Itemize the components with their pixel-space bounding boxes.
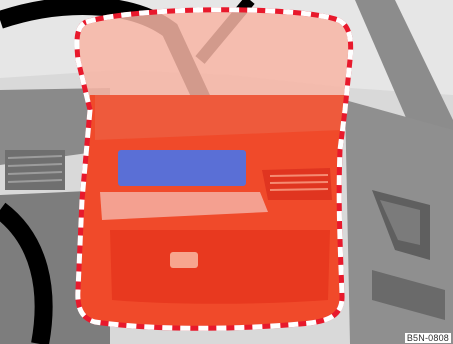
figure-reference-code: B5N-0808 xyxy=(405,333,451,343)
left-air-vent xyxy=(5,150,65,190)
dashboard-air-vent-icon xyxy=(262,168,332,200)
glovebox xyxy=(110,230,330,304)
airbag-zone-upper xyxy=(77,10,351,110)
infotainment-display xyxy=(118,150,246,186)
glovebox-handle xyxy=(170,252,198,268)
